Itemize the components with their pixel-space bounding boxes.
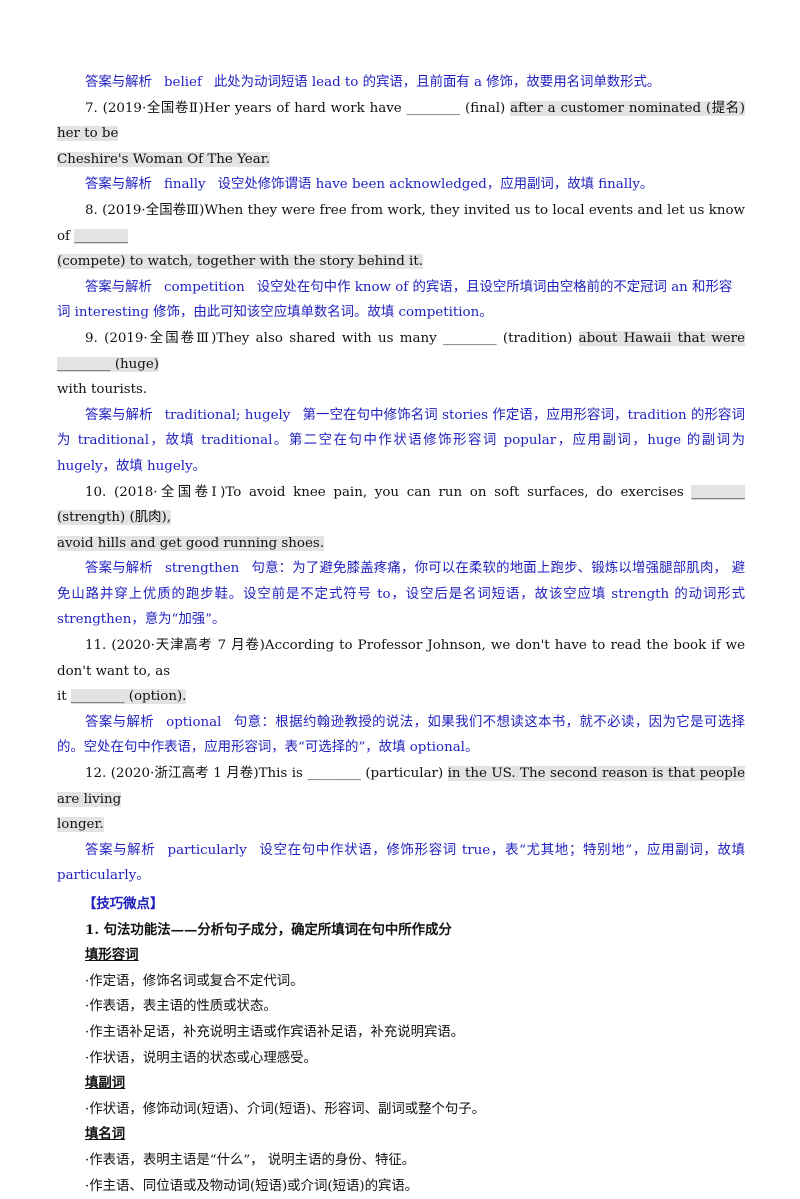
list-item: ·作表语，表明主语是“什么”， 说明主语的身份、特征。: [85, 1152, 416, 1168]
adverb-section-title: 填副词: [85, 1075, 126, 1092]
question-8: 8. (2019·全国卷Ⅲ)When they were free from w…: [57, 202, 745, 270]
tips-heading: 1. 句法功能法——分析句子成分，确定所填词在句中所作成分: [85, 921, 452, 938]
list-item: ·作表语，表主语的性质或状态。: [85, 999, 277, 1015]
question-9: 9. (2019·全国卷Ⅲ)They also shared with us m…: [57, 330, 745, 398]
adjective-section-title: 填形容词: [85, 947, 139, 964]
list-item: ·作主语补足语，补充说明主语或作宾语补足语，补充说明宾语。: [85, 1024, 465, 1040]
question-12: 12. (2020·浙江高考 1 月卷)This is ________ (pa…: [57, 766, 745, 833]
noun-section-title: 填名词: [85, 1126, 126, 1143]
question-10: 10. (2018·全国卷Ⅰ)To avoid knee pain, you c…: [57, 484, 745, 551]
list-item: ·作主语、同位语或及物动词(短语)或介词(短语)的宾语。: [85, 1178, 419, 1194]
tips-title: 【技巧微点】: [83, 896, 164, 912]
list-item: ·作状语，说明主语的状态或心理感受。: [85, 1050, 317, 1066]
list-item: ·作状语，修饰动词(短语)、介词(短语)、形容词、副词或整个句子。: [85, 1101, 486, 1117]
list-item: ·作定语，修饰名词或复合不定代词。: [85, 973, 304, 989]
question-7: 7. (2019·全国卷Ⅱ)Her years of hard work hav…: [57, 100, 745, 167]
question-11: 11. (2020·天津高考 7 月卷)According to Profess…: [57, 638, 745, 705]
